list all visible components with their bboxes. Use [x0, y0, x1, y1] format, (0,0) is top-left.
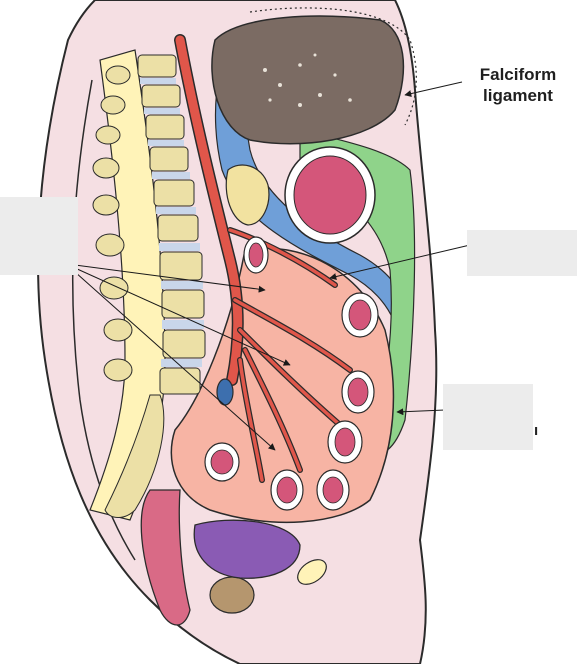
- rectum: [140, 489, 191, 626]
- liver-speckles: [263, 53, 352, 107]
- bowel-loops: [204, 236, 379, 511]
- label-line-1: Falciform: [479, 65, 557, 84]
- mesenteric-arteries: [227, 227, 353, 483]
- leader-lines: [74, 81, 471, 451]
- hidden-label-right-top: [467, 230, 577, 276]
- pancreas: [225, 164, 270, 226]
- pubic-symphysis: [297, 559, 327, 585]
- hidden-label-left: [0, 197, 78, 275]
- label-line-2: ligament: [483, 86, 553, 105]
- label-fragment: ı: [534, 422, 539, 439]
- liver: [211, 15, 405, 145]
- sacrum: [104, 394, 165, 518]
- falciform-ligament-label: Falciform ligament: [468, 64, 568, 106]
- pelvic-organ: [209, 576, 255, 614]
- diaphragm: [249, 7, 417, 126]
- vertebral-column: [89, 49, 206, 521]
- urinary-bladder: [193, 519, 301, 579]
- hidden-label-right-bottom: [443, 384, 533, 450]
